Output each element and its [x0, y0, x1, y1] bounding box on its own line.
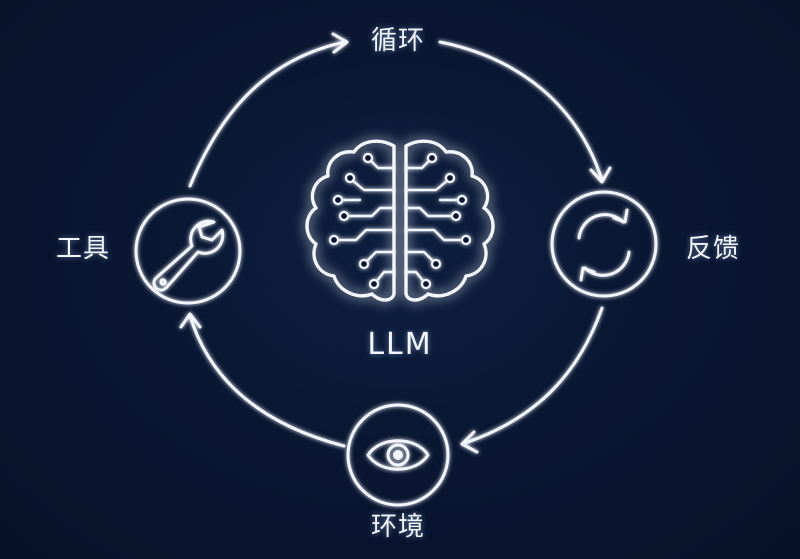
environment-node-circle: [346, 403, 450, 507]
arc-tools-to-loop: [188, 40, 347, 188]
arc-feedback-to-environment: [460, 306, 604, 446]
eye-icon: [366, 439, 430, 471]
environment-label: 环境: [370, 512, 426, 542]
wrench-icon: [152, 219, 225, 292]
feedback-node-circle: [550, 190, 658, 298]
tools-node-circle: [134, 197, 242, 305]
llm-label: LLM: [367, 327, 433, 362]
refresh-icon: [577, 208, 631, 282]
arrowhead-loop-left: [331, 32, 349, 54]
brain-circuits: [334, 158, 466, 284]
loop-label: 循环: [370, 26, 426, 56]
arrowhead-environment: [460, 430, 479, 454]
arc-loop-to-feedback: [438, 40, 604, 182]
brain-icon: [305, 139, 495, 302]
arc-environment-to-tools: [188, 314, 346, 448]
brain-nodes: [328, 152, 472, 290]
arrowhead-tools: [179, 312, 202, 329]
feedback-label: 反馈: [686, 234, 741, 264]
arrowhead-feedback: [589, 166, 612, 184]
tools-label: 工具: [56, 234, 111, 264]
